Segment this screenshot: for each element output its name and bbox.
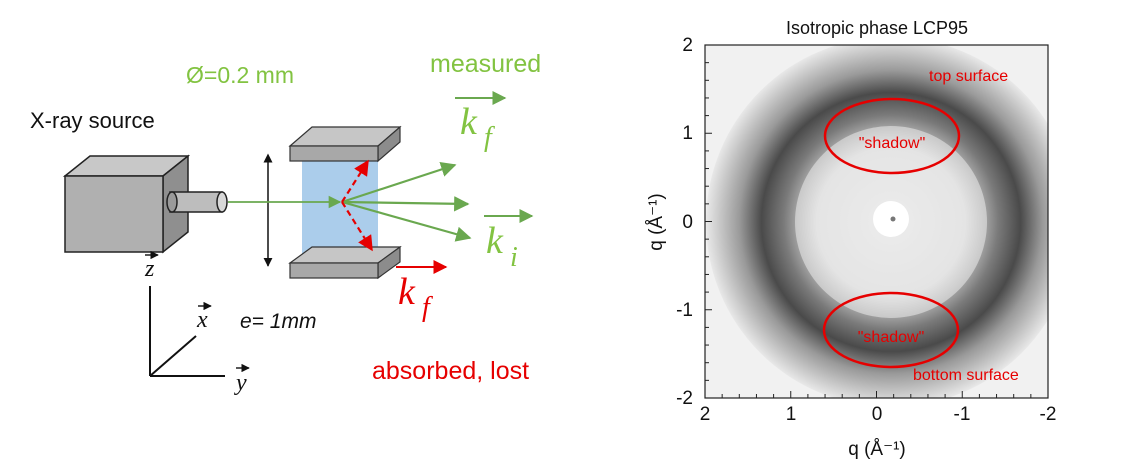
x-tick-label: 0 [872,404,883,425]
svg-text:f: f [484,122,495,153]
axis-x-label: x [196,307,208,333]
xray-source-label: X-ray source [30,108,155,133]
x-tick-label: 1 [786,404,797,425]
axis-z-label: z [144,256,155,282]
setup-diagram: Ø=0.2 mm measured X-ray source [30,50,541,396]
absorbed-beam-up [341,159,369,203]
shadow-top-ellipse [823,97,961,175]
ki-label: k i [484,209,534,273]
collimator-tube [166,191,228,213]
kf-absorbed-label: k f [396,260,448,323]
svg-text:i: i [510,242,518,273]
xray-source-box [62,154,191,254]
y-tick-label: -2 [676,388,693,409]
x-tick-label: -1 [954,404,971,425]
axis-ticks [704,44,1049,399]
scattered-beam-mid [341,196,470,212]
absorbed-label: absorbed, lost [372,357,529,385]
kf-measured-label: k f [455,91,507,153]
x-tick-label: -2 [1040,404,1057,425]
y-tick-label: 2 [682,35,693,56]
y-tick-label: 1 [682,123,693,144]
x-tick-label: 2 [700,404,711,425]
thickness-label: e= 1mm [240,310,316,333]
top-surface-label: top surface [929,68,1008,85]
bottom-surface-label: bottom surface [913,367,1019,384]
y-tick-label: 0 [682,212,693,233]
svg-text:k: k [460,101,478,143]
shadow-bottom-label: "shadow" [858,329,925,346]
scattered-beam-down [341,200,472,242]
y-tick-labels: 2 1 0 -1 -2 [676,35,693,409]
scattered-beam-up [341,161,457,204]
x-tick-labels: 2 1 0 -1 -2 [700,404,1057,425]
x-axis-label: q (Å⁻¹) [848,439,906,460]
svg-text:k: k [486,220,504,262]
measured-label: measured [430,50,541,78]
shadow-bottom-ellipse [822,291,960,369]
shadow-top-label: "shadow" [859,135,926,152]
y-tick-label: -1 [676,300,693,321]
axes-triad: z x y [144,250,250,396]
diameter-label: Ø=0.2 mm [186,62,294,88]
svg-text:f: f [422,292,433,323]
axis-y-label: y [234,370,247,396]
pattern-title: Isotropic phase LCP95 [786,18,968,38]
scattering-pattern: Isotropic phase LCP95 2 1 0 -1 -2 2 1 0 … [646,18,1057,460]
svg-text:k: k [398,271,416,313]
y-axis-label: q (Å⁻¹) [646,193,667,251]
